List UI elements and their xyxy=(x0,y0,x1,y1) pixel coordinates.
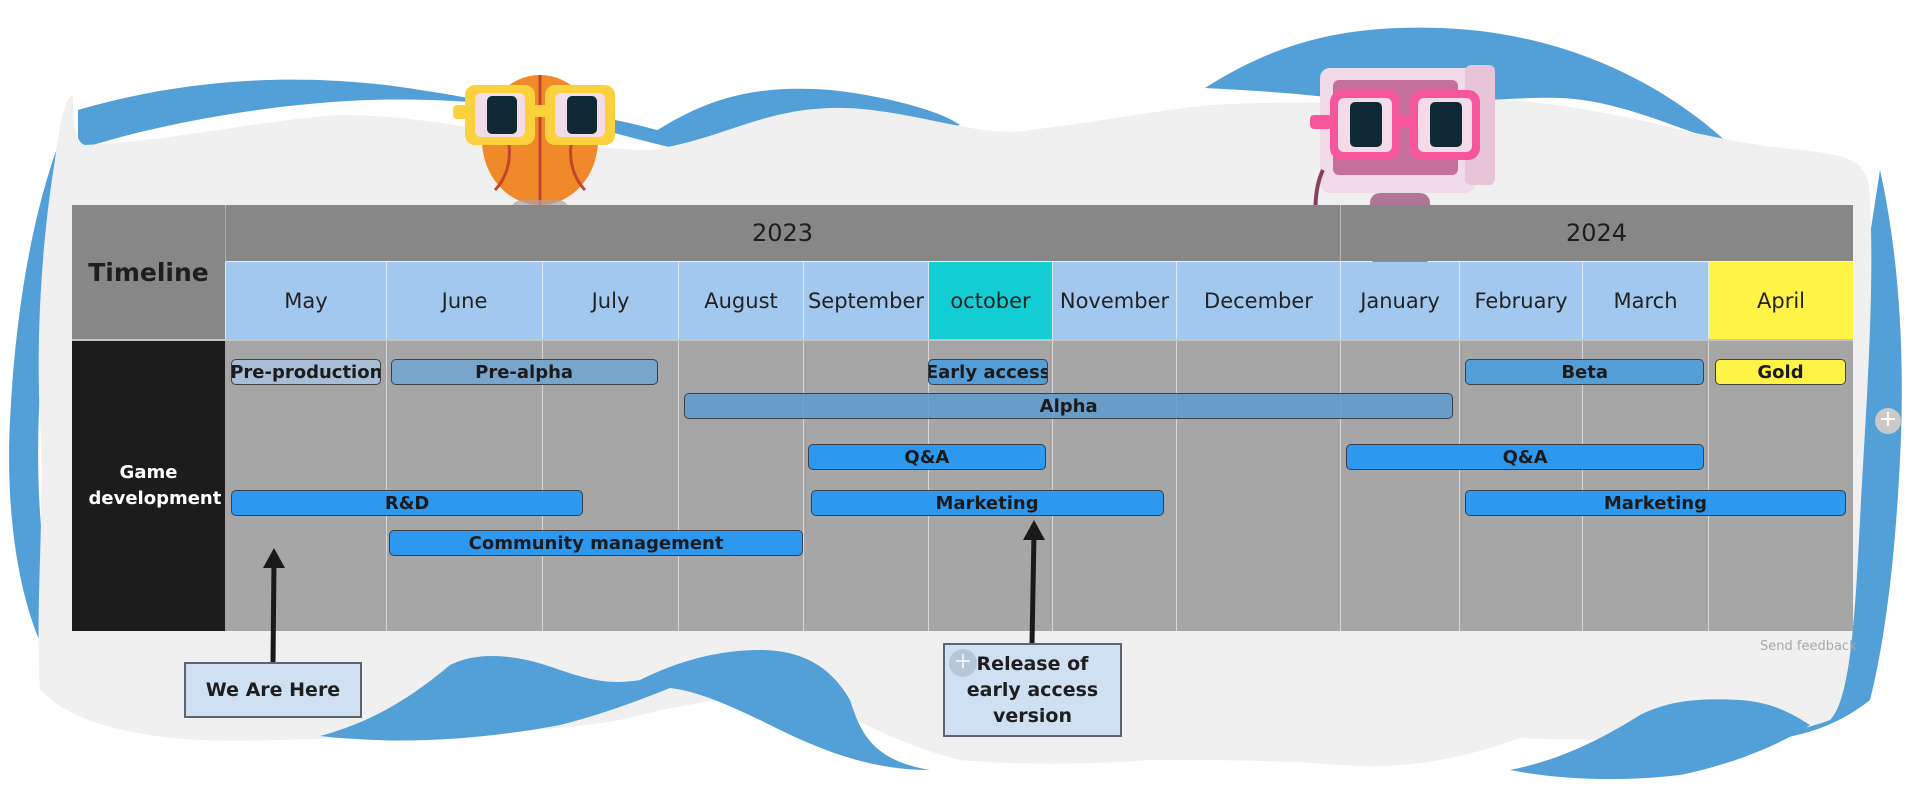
month-header-november: November xyxy=(1052,262,1176,340)
month-column-divider xyxy=(386,341,387,631)
bar-label: Pre-production xyxy=(231,361,382,383)
timeline-bar-community-management[interactable]: Community management xyxy=(389,530,803,556)
bar-label: Marketing xyxy=(935,492,1039,514)
month-header-september: September xyxy=(803,262,928,340)
month-column-divider xyxy=(1708,341,1709,631)
bar-label: R&D xyxy=(384,492,430,514)
we-are-here-arrow-icon xyxy=(263,548,285,665)
month-header-january: January xyxy=(1340,262,1459,340)
timeline-bar-pre-production[interactable]: Pre-production xyxy=(231,359,382,385)
month-header-october: october xyxy=(928,262,1052,340)
release-note-line: version xyxy=(992,705,1073,727)
timeline-bar-q-a[interactable]: Q&A xyxy=(808,444,1046,470)
month-column-divider xyxy=(678,341,679,631)
bar-label: Q&A xyxy=(904,446,950,468)
year-divider xyxy=(1340,205,1341,261)
month-header-march: March xyxy=(1582,262,1708,340)
release-note-line: early access xyxy=(966,679,1099,701)
month-column-divider xyxy=(1052,341,1053,631)
header-divider xyxy=(72,339,1853,341)
month-header-august: August xyxy=(678,262,803,340)
game-development-lane: Pre-production Pre-alpha Early access Beta G… xyxy=(225,341,1853,631)
month-header-june: June xyxy=(386,262,542,340)
bar-label: Community management xyxy=(468,532,724,554)
month-column-divider xyxy=(1340,341,1341,631)
month-header-april: April xyxy=(1708,262,1853,340)
timeline-bar-r-d[interactable]: R&D xyxy=(231,490,583,516)
we-are-here-text: We Are Here xyxy=(205,679,341,701)
bar-label: Q&A xyxy=(1502,446,1548,468)
month-header-february: February xyxy=(1459,262,1582,340)
blue-blob-top-left xyxy=(78,79,740,160)
row-label-text: Game development xyxy=(88,462,222,509)
month-column-divider xyxy=(1582,341,1583,631)
month-header-may: May xyxy=(225,262,386,340)
blue-blob-bottom-mid xyxy=(320,650,930,770)
bar-label: Early access xyxy=(928,361,1049,383)
timeline-corner-label: Timeline xyxy=(72,205,226,340)
timeline-bar-q-a[interactable]: Q&A xyxy=(1345,444,1705,470)
timeline-bar-alpha[interactable]: Alpha xyxy=(684,393,1454,419)
timeline-bar-early-access[interactable]: Early access xyxy=(928,359,1049,385)
blue-blob-bottom-right xyxy=(1510,699,1810,780)
row-label-game-development: Game development xyxy=(72,341,225,631)
year-header-row: 2023 2024 xyxy=(225,205,1853,261)
timeline-bar-marketing[interactable]: Marketing xyxy=(810,490,1164,516)
month-column-divider xyxy=(1459,341,1460,631)
month-column-divider xyxy=(928,341,929,631)
bar-label: Beta xyxy=(1561,361,1609,383)
add-column-button[interactable]: + xyxy=(1875,408,1901,434)
year-header-2023: 2023 xyxy=(751,219,814,247)
we-are-here-note[interactable]: We Are Here xyxy=(184,662,362,718)
month-column-divider xyxy=(803,341,804,631)
month-column-divider xyxy=(1176,341,1177,631)
note-add-icon[interactable]: + xyxy=(949,649,977,677)
timeline-bar-gold[interactable]: Gold xyxy=(1715,359,1846,385)
bar-label: Pre-alpha xyxy=(475,361,574,383)
month-column-divider xyxy=(542,341,543,631)
timeline-bar-pre-alpha[interactable]: Pre-alpha xyxy=(390,359,658,385)
release-early-access-note[interactable]: + Release of early access version xyxy=(943,643,1122,737)
timeline-bar-beta[interactable]: Beta xyxy=(1465,359,1705,385)
release-note-text: Release of early access version xyxy=(967,651,1098,729)
timeline-bar-marketing[interactable]: Marketing xyxy=(1465,490,1846,516)
month-header-july: July xyxy=(542,262,678,340)
send-feedback-link[interactable]: Send feedback xyxy=(1760,639,1857,654)
year-header-2024: 2024 xyxy=(1565,219,1628,247)
bar-label: Alpha xyxy=(1039,395,1098,417)
bar-label: Gold xyxy=(1757,361,1804,383)
release-arrow-icon xyxy=(1023,520,1045,645)
bar-label: Marketing xyxy=(1603,492,1707,514)
release-note-line: Release of xyxy=(976,653,1089,675)
month-header-december: December xyxy=(1176,262,1340,340)
